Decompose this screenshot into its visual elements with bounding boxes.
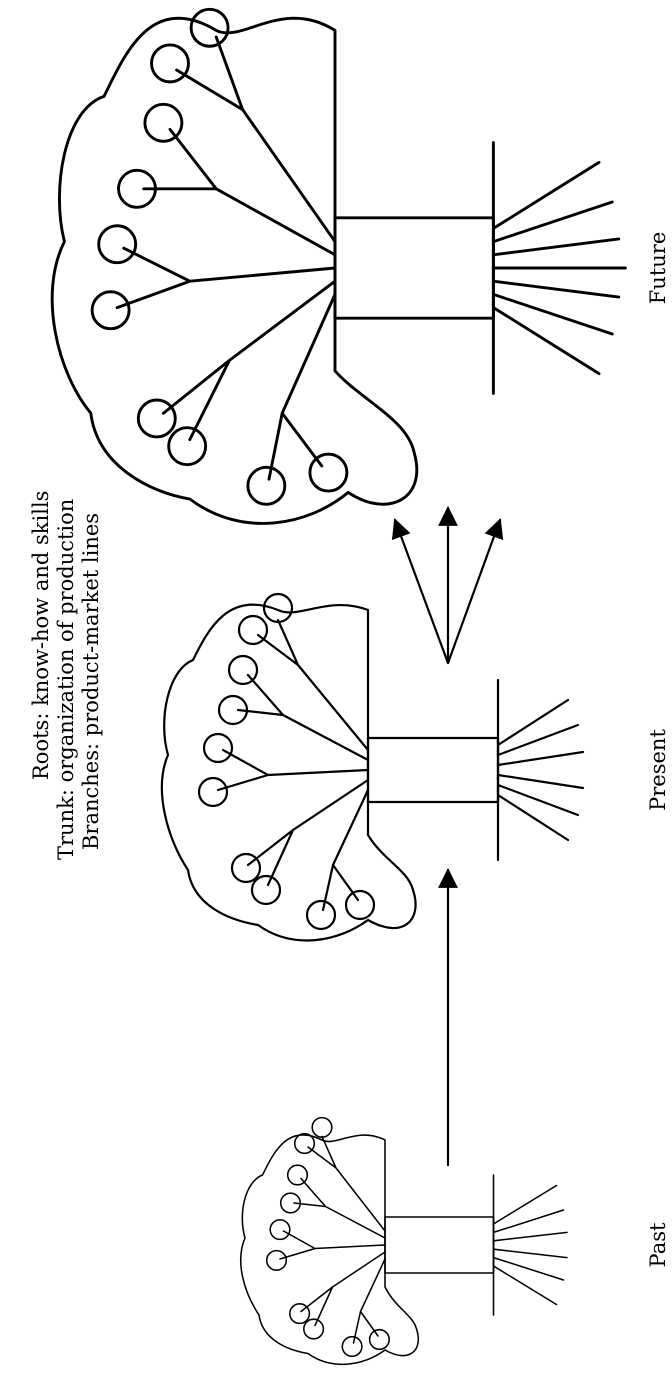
roots [493,162,625,373]
roots [494,1186,568,1305]
legend: Roots: know-how and skills Trunk: organi… [29,491,103,860]
legend-branches: Branches: product-market lines [79,513,103,850]
tree-trunk [335,218,493,318]
arrow-present-to-future-right [448,520,500,663]
fruit-circles [199,594,374,929]
fruit-circles [92,9,347,504]
tree-trunk [385,1217,494,1273]
tree-future [52,9,625,523]
tree-present [162,594,583,940]
tree-past [241,1118,567,1365]
branches [117,37,335,479]
roots [498,700,583,840]
branches [218,620,368,910]
tree-trunk [368,738,498,802]
legend-trunk: Trunk: organization of production [54,499,78,860]
stage-label-future: Future [646,232,670,305]
stage-label-past: Past [646,1222,670,1267]
arrow-present-to-future-left [395,520,448,663]
tree-crown-outline [241,1135,419,1364]
legend-roots: Roots: know-how and skills [29,491,53,780]
branches [280,1137,385,1344]
stage-label-present: Present [646,729,670,811]
fruit-circles [267,1118,390,1357]
growth-arrows [395,508,500,1165]
tree-crown-outline [52,18,417,523]
tree-crown-outline [162,605,416,941]
